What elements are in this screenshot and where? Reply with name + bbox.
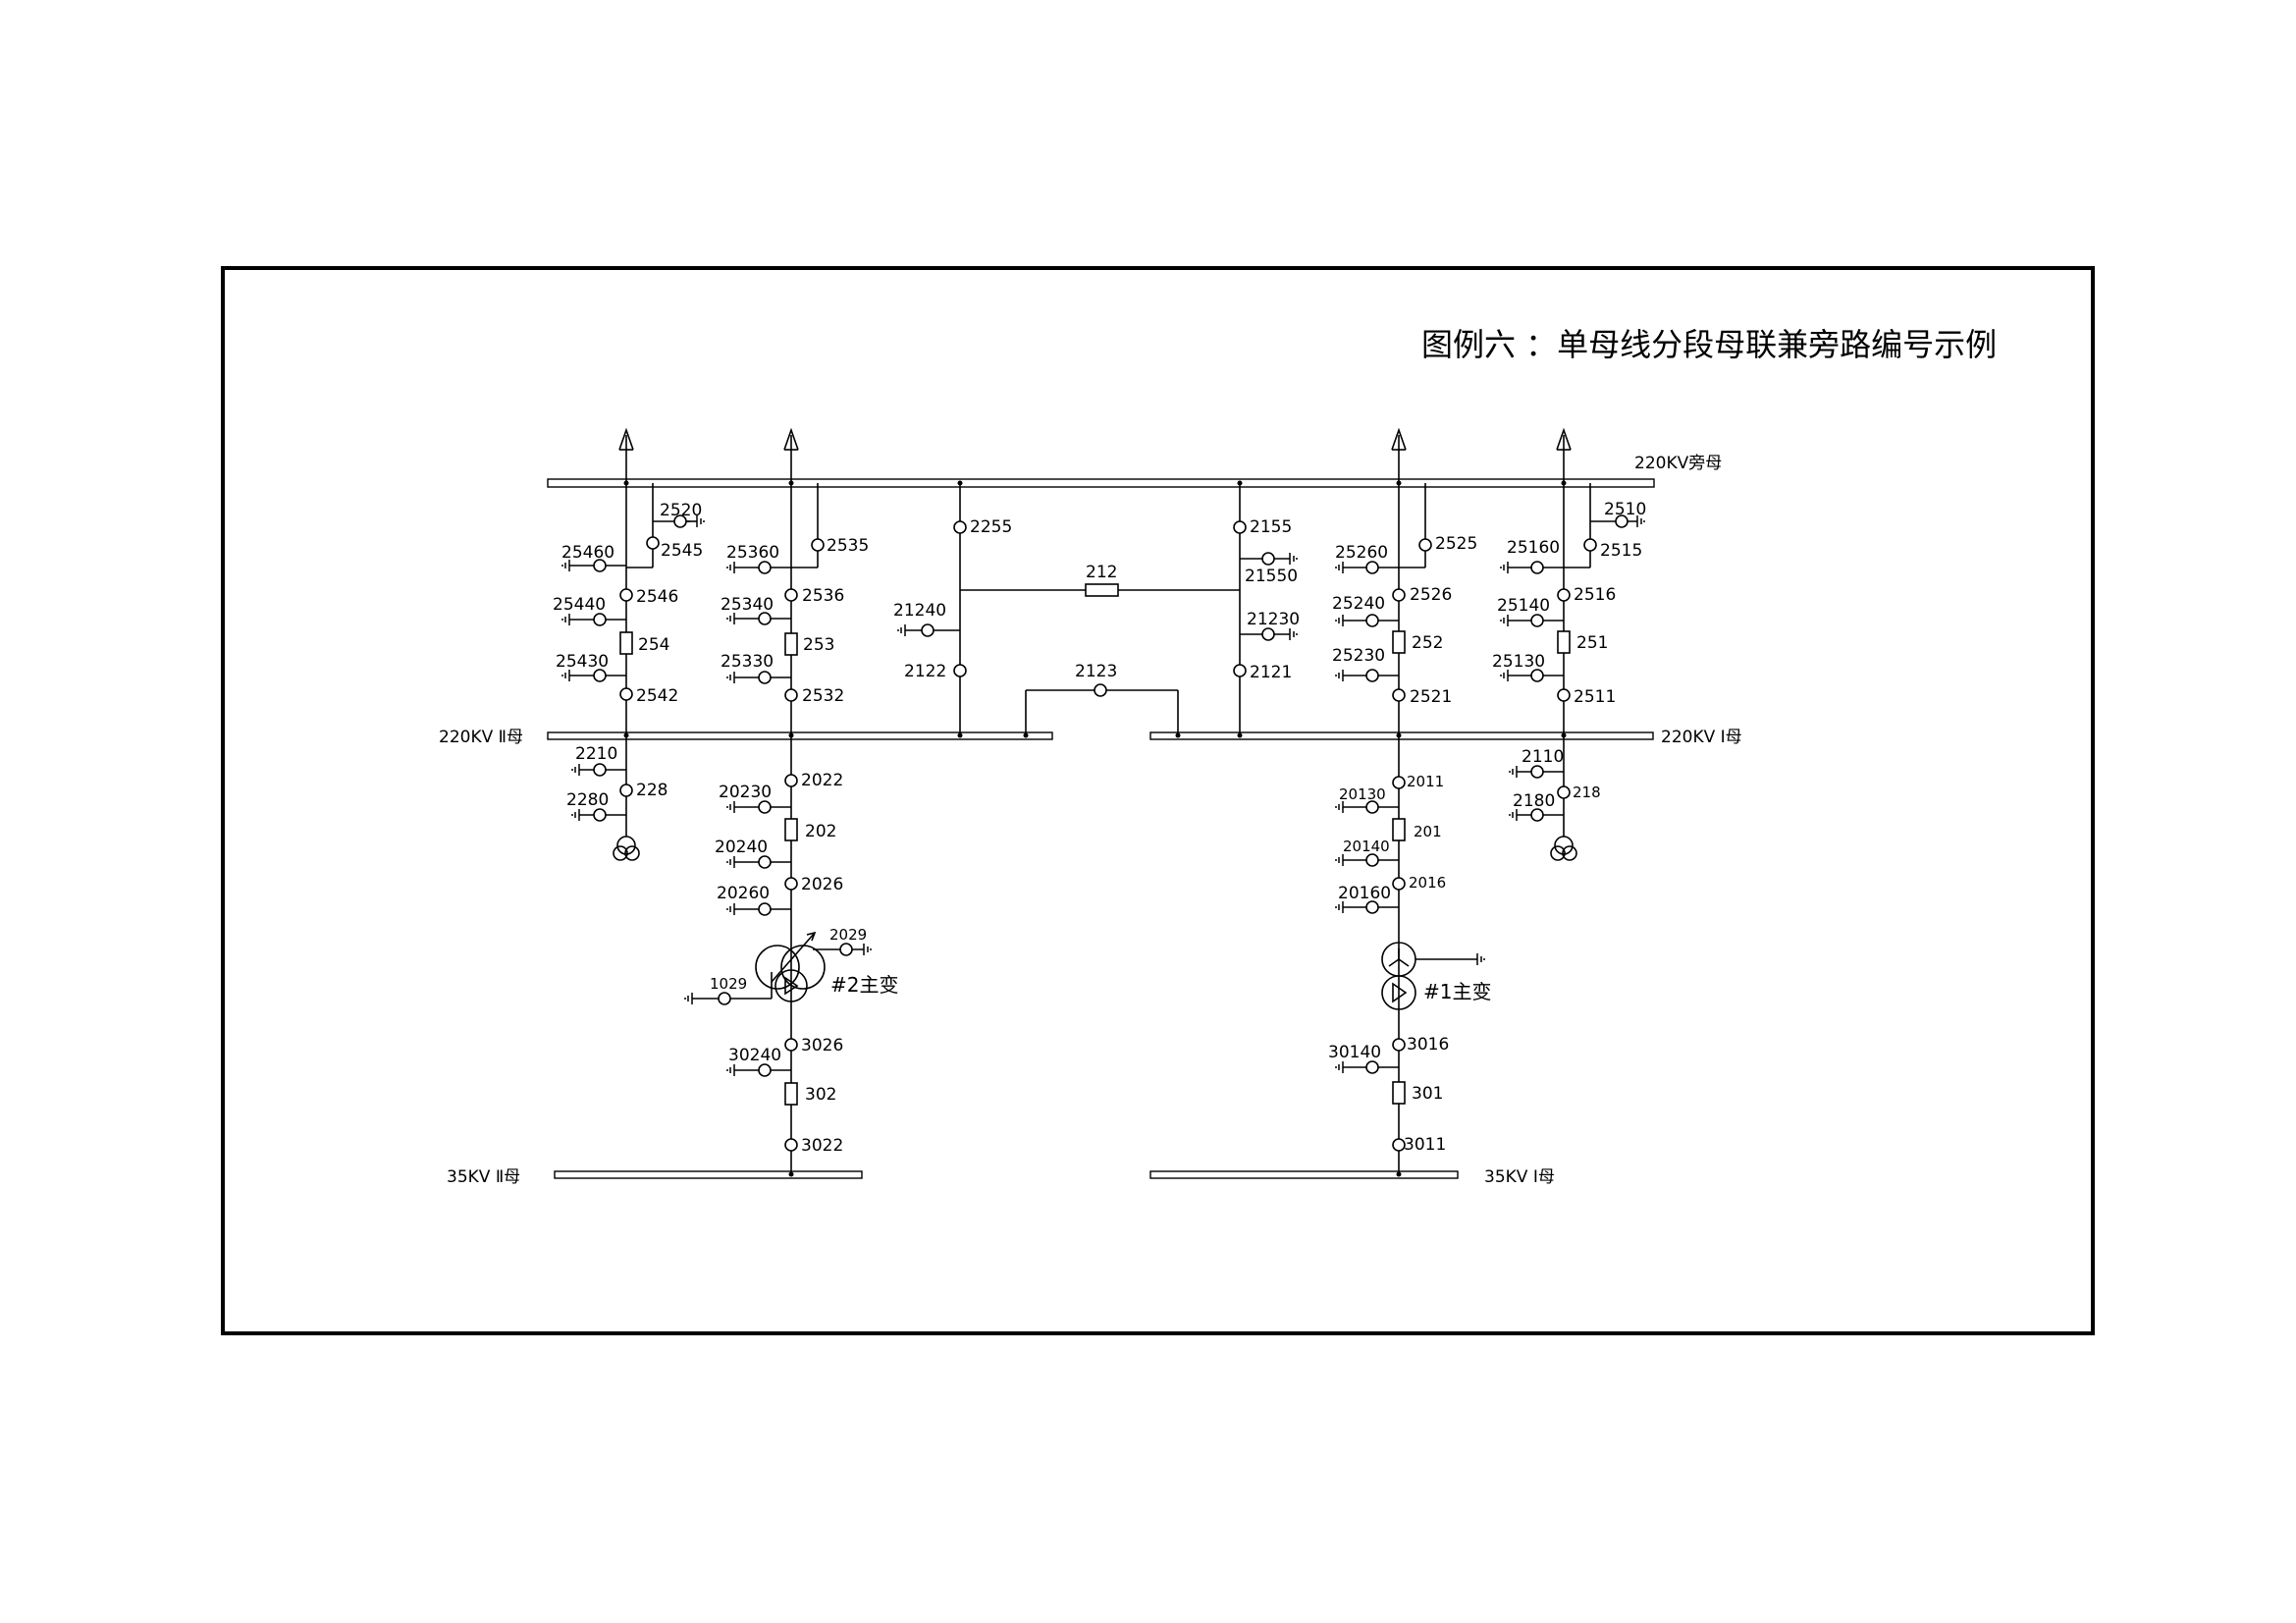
label-2545: 2545 (661, 541, 703, 561)
bus-35kv-1 (1149, 1170, 1459, 1179)
label-25130: 25130 (1492, 652, 1545, 672)
bus-220kv-1 (1149, 731, 1654, 740)
diagram-title: 图例六 ：单母线分段母联兼旁路编号示例 (1421, 326, 1997, 363)
label-21550: 21550 (1245, 567, 1298, 586)
label-3016: 3016 (1407, 1035, 1449, 1055)
bus-label-35kv-1: 35KV Ⅰ母 (1484, 1167, 1555, 1187)
transformer-bay-1 (1335, 776, 1485, 1177)
label-2526: 2526 (1410, 585, 1452, 605)
label-2536: 2536 (802, 586, 844, 606)
label-25460: 25460 (561, 543, 614, 563)
label-2110: 2110 (1522, 747, 1564, 767)
label-2180: 2180 (1513, 791, 1555, 811)
label-3011: 3011 (1404, 1135, 1446, 1155)
label-20260: 20260 (717, 884, 770, 903)
bus-35kv-2 (554, 1170, 863, 1179)
label-21240: 21240 (893, 601, 946, 621)
feeder-251 (1500, 427, 1645, 738)
label-30140: 30140 (1328, 1043, 1381, 1062)
label-212: 212 (1086, 563, 1117, 582)
label-25340: 25340 (721, 595, 774, 615)
label-20230: 20230 (719, 783, 772, 802)
label-25360: 25360 (726, 543, 779, 563)
label-251: 251 (1576, 633, 1608, 653)
label-2210: 2210 (575, 744, 617, 764)
transformer-bay-2 (684, 774, 872, 1177)
label-21230: 21230 (1247, 610, 1300, 629)
label-20240: 20240 (715, 838, 768, 857)
bus-coupler-212 (897, 480, 1298, 738)
label-2016: 2016 (1409, 874, 1446, 892)
label-20140: 20140 (1343, 838, 1390, 855)
feeder-254 (561, 427, 705, 738)
label-2521: 2521 (1410, 687, 1452, 707)
bus-label-220kv-2: 220KV Ⅱ母 (439, 728, 523, 747)
label-2511: 2511 (1574, 687, 1616, 707)
label-25330: 25330 (721, 652, 774, 672)
bus-220kv-2 (547, 731, 1053, 740)
label-25260: 25260 (1335, 543, 1388, 563)
label-201: 201 (1414, 823, 1442, 840)
label-25160: 25160 (1507, 538, 1560, 558)
label-2525: 2525 (1435, 534, 1477, 554)
bus-220kv-bypass (547, 478, 1655, 488)
label-302: 302 (805, 1085, 836, 1105)
label-25230: 25230 (1332, 646, 1385, 666)
label-3026: 3026 (801, 1036, 843, 1055)
label-2029: 2029 (829, 926, 867, 944)
label-2542: 2542 (636, 686, 678, 706)
label-218: 218 (1573, 784, 1601, 801)
label-2026: 2026 (801, 875, 843, 894)
label-20160: 20160 (1338, 884, 1391, 903)
bus-label-220kv-1: 220KV Ⅰ母 (1661, 728, 1742, 747)
label-25140: 25140 (1497, 596, 1550, 616)
label-2155: 2155 (1250, 517, 1292, 537)
label-3022: 3022 (801, 1136, 843, 1156)
label-25440: 25440 (553, 595, 606, 615)
label-1029: 1029 (710, 975, 747, 993)
label-2022: 2022 (801, 771, 843, 790)
label-2255: 2255 (970, 517, 1012, 537)
label-254: 254 (638, 635, 669, 655)
label-2510: 2510 (1604, 500, 1646, 519)
label-2546: 2546 (636, 587, 678, 607)
label-228: 228 (636, 781, 667, 800)
label-202: 202 (805, 822, 836, 841)
drawing-border (221, 266, 2095, 1335)
label-20130: 20130 (1339, 785, 1386, 803)
transformer-2-label: #2主变 (830, 973, 898, 997)
label-2122: 2122 (904, 662, 946, 681)
bus-label-35kv-2: 35KV Ⅱ母 (447, 1167, 520, 1187)
label-30240: 30240 (728, 1046, 781, 1065)
pt-220kv-1 (1509, 735, 1577, 861)
label-253: 253 (803, 635, 834, 655)
bus-label-bypass: 220KV旁母 (1634, 454, 1722, 473)
label-2123: 2123 (1075, 662, 1117, 681)
label-2011: 2011 (1407, 773, 1444, 790)
label-2532: 2532 (802, 686, 844, 706)
label-2520: 2520 (660, 501, 702, 520)
label-301: 301 (1412, 1084, 1443, 1104)
label-2516: 2516 (1574, 585, 1616, 605)
label-252: 252 (1412, 633, 1443, 653)
label-2515: 2515 (1600, 541, 1642, 561)
transformer-1-label: #1主变 (1423, 980, 1491, 1003)
label-2121: 2121 (1250, 663, 1292, 682)
label-2535: 2535 (827, 536, 869, 556)
label-25430: 25430 (556, 652, 609, 672)
label-2280: 2280 (566, 790, 609, 810)
pt-220kv-2 (571, 735, 640, 861)
label-25240: 25240 (1332, 594, 1385, 614)
